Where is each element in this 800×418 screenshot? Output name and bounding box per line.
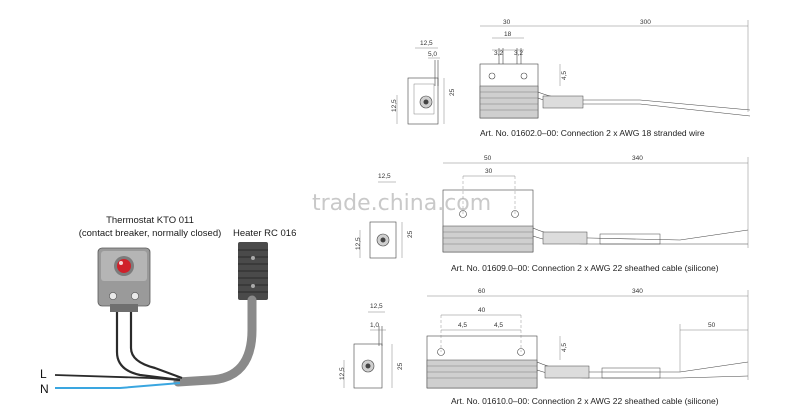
thermostat-wire-2 xyxy=(129,312,183,380)
wiring-illustration: Thermostat KTO 011 (contact breaker, nor… xyxy=(40,215,296,396)
dim-4-5-b: 4,5 xyxy=(494,322,503,329)
dim-12-5-top: 12,5 xyxy=(370,303,383,310)
heater-cable xyxy=(173,295,257,387)
drawing-01609: 12,5 12,5 25 50 30 340 Art. No. 01609.0–… xyxy=(355,155,749,273)
thermostat-subtitle: (contact breaker, normally closed) xyxy=(79,228,222,239)
dim-30: 30 xyxy=(485,168,493,175)
dim-340: 340 xyxy=(632,288,643,295)
dim-12-5-top: 12,5 xyxy=(420,40,433,47)
line-L-wire xyxy=(54,374,181,381)
dim-25: 25 xyxy=(397,362,404,370)
dim-300: 300 xyxy=(640,19,651,26)
dim-50: 50 xyxy=(708,322,716,329)
dim-40: 40 xyxy=(478,307,486,314)
thermostat-wire-1 xyxy=(115,312,181,382)
caption-01602: Art. No. 01602.0–00: Connection 2 x AWG … xyxy=(480,128,705,138)
dim-12-5-side: 12,5 xyxy=(391,99,398,112)
thermostat-title: Thermostat KTO 011 xyxy=(106,215,194,226)
dim-30: 30 xyxy=(503,19,511,26)
dim-4-5-side: 4,5 xyxy=(561,343,568,352)
thermostat-knob xyxy=(117,259,131,273)
dim-60: 60 xyxy=(478,288,486,295)
dim-3-2-b: 3,2 xyxy=(514,50,523,57)
dim-25: 25 xyxy=(407,230,414,238)
dim-12-5-side: 12,5 xyxy=(339,367,346,380)
dim-12-5-side: 12,5 xyxy=(355,237,362,250)
dim-25: 25 xyxy=(449,88,456,96)
label-N: N xyxy=(40,382,49,396)
dim-4-5: 4,5 xyxy=(561,71,568,80)
drawing-01610: 12,5 1,0 12,5 25 60 40 4,5 4,5 4,5 340 5… xyxy=(339,288,749,406)
heater-title: Heater RC 016 xyxy=(233,228,296,239)
dim-3-2-a: 3,2 xyxy=(494,50,503,57)
dim-12-5-top: 12,5 xyxy=(378,173,391,180)
caption-01610: Art. No. 01610.0–00: Connection 2 x AWG … xyxy=(451,396,719,406)
heater-device xyxy=(238,242,268,300)
dim-5-0: 5,0 xyxy=(428,51,437,58)
dim-1-0: 1,0 xyxy=(370,322,379,329)
dim-50: 50 xyxy=(484,155,492,162)
caption-01609: Art. No. 01609.0–00: Connection 2 x AWG … xyxy=(451,263,719,273)
drawing-01602: 12,5 5,0 12,5 25 30 18 3,2 3,2 4,5 300 A… xyxy=(391,19,751,138)
label-L: L xyxy=(40,367,47,381)
dim-340: 340 xyxy=(632,155,643,162)
line-N-wire xyxy=(55,382,181,389)
watermark-text: trade.china.com xyxy=(312,191,491,216)
dim-18: 18 xyxy=(504,31,512,38)
dim-4-5-a: 4,5 xyxy=(458,322,467,329)
thermostat-device xyxy=(97,247,151,312)
